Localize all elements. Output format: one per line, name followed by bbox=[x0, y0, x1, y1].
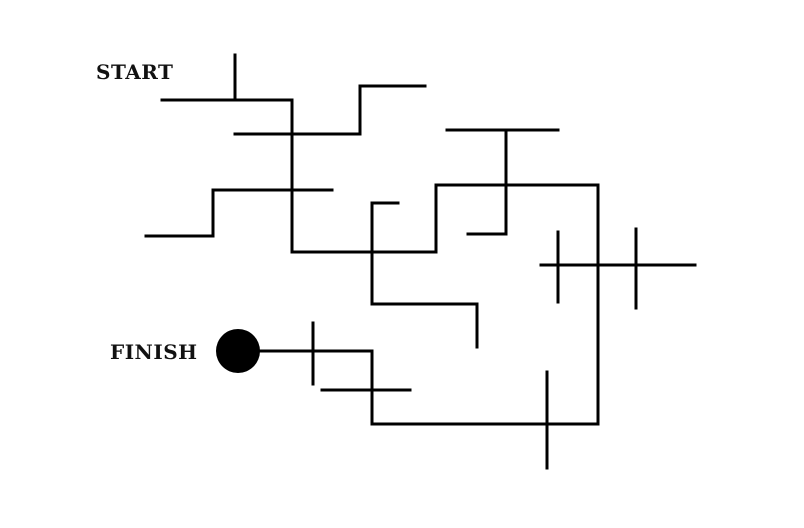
finish-label: FINISH bbox=[110, 340, 198, 364]
start-label: START bbox=[96, 60, 174, 84]
finish-marker bbox=[216, 329, 260, 373]
